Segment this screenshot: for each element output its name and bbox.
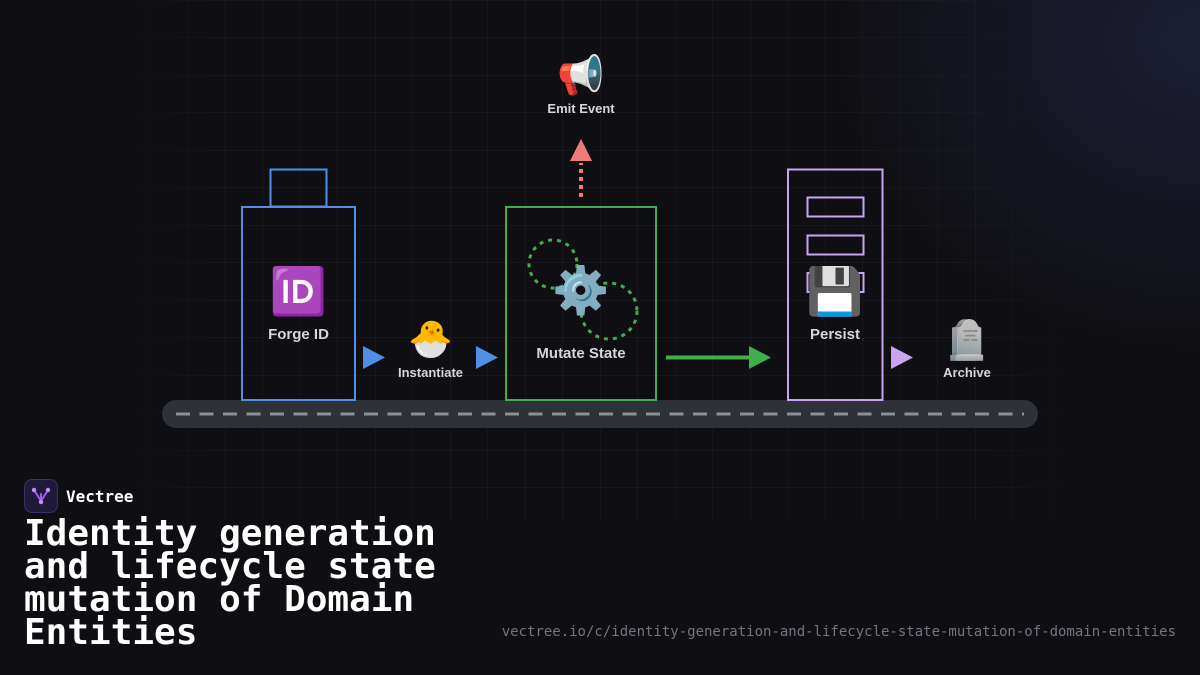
stage-persist: 💾 Persist [787, 168, 884, 401]
dashed-orbit-bottom [579, 281, 639, 341]
arrow-right-icon [891, 346, 913, 369]
stage-emit-event: 📢 Emit Event [547, 53, 615, 116]
arrow-right-icon [363, 346, 385, 369]
megaphone-icon: 📢 [557, 53, 604, 98]
forge-box [241, 206, 356, 401]
arrow-up-icon [570, 139, 592, 161]
brand: Vectree [24, 479, 133, 513]
floppy-disk-icon: 💾 [806, 265, 863, 318]
page-url[interactable]: vectree.io/c/identity-generation-and-lif… [501, 624, 1176, 640]
stage-label-forge: Forge ID [268, 326, 329, 343]
stage-label-archive: Archive [943, 365, 991, 380]
brand-name: Vectree [66, 486, 134, 506]
stage-label-instantiate: Instantiate [398, 365, 463, 380]
page-title: Identity generation and lifecycle state … [24, 513, 436, 653]
stage-mutate-state: ⚙️ Mutate State [505, 206, 657, 401]
id-icon: 🆔 [270, 265, 327, 318]
mutate-box [505, 206, 657, 401]
background-grid [128, 0, 1072, 520]
arrow-right-icon [749, 346, 771, 369]
persist-box [787, 168, 884, 401]
stage-archive: 🪦 Archive [943, 318, 991, 380]
hatching-chick-icon: 🐣 [408, 318, 453, 359]
stage-instantiate: 🐣 Instantiate [398, 318, 463, 380]
headstone-icon: 🪦 [943, 318, 990, 362]
gear-icon: ⚙️ [552, 264, 609, 317]
storage-slot [806, 234, 865, 256]
vectree-logo-icon [24, 479, 58, 513]
vectree-logo-mark [31, 487, 51, 505]
dashed-orbit-top [527, 238, 579, 290]
storage-slot [806, 272, 865, 293]
arrow-right-icon [476, 346, 498, 369]
stage-label-emit: Emit Event [547, 101, 615, 116]
stage-forge-id: 🆔 Forge ID [241, 168, 356, 401]
stage-label-mutate: Mutate State [536, 345, 625, 362]
stage-label-persist: Persist [810, 326, 860, 343]
storage-slot [806, 196, 865, 218]
